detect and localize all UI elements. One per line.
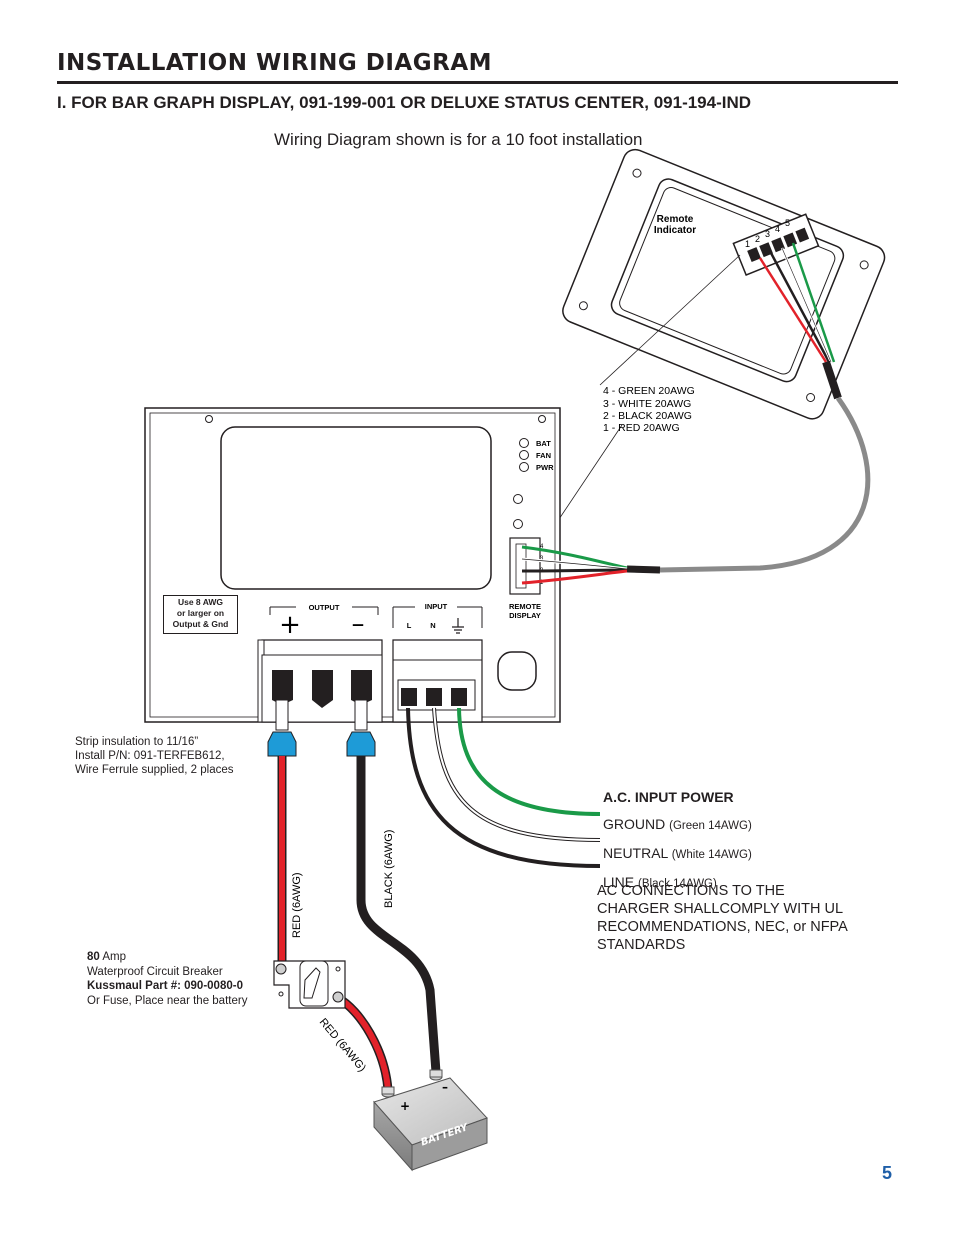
- remote-wire-label-4: 4 - GREEN 20AWG: [603, 385, 695, 397]
- black-negative-cable: [356, 756, 441, 1073]
- ferrule-note: Strip insulation to 11/16” Install P/N: …: [75, 735, 234, 777]
- fan-label: FAN: [536, 451, 551, 460]
- page-title: INSTALLATION WIRING DIAGRAM: [57, 50, 493, 76]
- ground-spec: (Green 14AWG): [669, 820, 752, 832]
- remote-wire-label-2: 2 - BLACK 20AWG: [603, 410, 692, 422]
- remote-pin-4: 4: [775, 224, 780, 234]
- ground-label: GROUND: [603, 816, 666, 832]
- line-spec: (Black 14AWG): [638, 878, 717, 890]
- remote-pin-1: 1: [745, 239, 750, 249]
- minus-sign: –: [352, 609, 365, 639]
- ferrule-note-line3: Wire Ferrule supplied, 2 places: [75, 764, 234, 776]
- ferrules: [267, 699, 376, 757]
- remote-pin-label-3: 3: [540, 556, 544, 562]
- remote-display-label-line1: REMOTE: [509, 602, 541, 611]
- battery-plus: +: [400, 1099, 410, 1113]
- input-n-label: N: [430, 621, 435, 630]
- remote-wires: [758, 242, 836, 363]
- charger-display-window: [220, 426, 492, 590]
- neutral-spec: (White 14AWG): [671, 849, 752, 861]
- charger-cable-sleeve: [626, 565, 661, 574]
- remote-pin-3: 3: [765, 229, 770, 239]
- title-rule: [57, 81, 898, 84]
- fan-led: [519, 450, 529, 460]
- battery-minus: –: [442, 1080, 448, 1094]
- circuit-breaker: [273, 960, 346, 1009]
- ac-input-power: A.C. INPUT POWER GROUND (Green 14AWG) NE…: [603, 784, 752, 898]
- output-label: OUTPUT: [309, 603, 340, 612]
- remote-wire-label-3: 3 - WHITE 20AWG: [603, 398, 691, 410]
- breaker-type: Waterproof Circuit Breaker: [87, 965, 223, 978]
- ac-compliance-note: AC CONNECTIONS TO THE CHARGER SHALLCOMPL…: [597, 883, 848, 953]
- awg-note-line1: Use 8 AWG: [177, 597, 224, 607]
- breaker-part: Kussmaul Part #: 090-0080-0: [87, 980, 243, 992]
- remote-pin-5: 5: [785, 218, 790, 228]
- pwr-led: [519, 462, 529, 472]
- line-label: LINE: [603, 874, 635, 890]
- bat-led: [519, 438, 529, 448]
- input-label: INPUT: [425, 602, 448, 611]
- remote-indicator: [562, 148, 886, 420]
- breaker-placement: Or Fuse, Place near the battery: [87, 994, 248, 1007]
- battery: [373, 1069, 488, 1172]
- neutral-label: NEUTRAL: [603, 845, 668, 861]
- awg-note-line3: Output & Gnd: [172, 619, 229, 629]
- bat-label: BAT: [536, 439, 551, 448]
- charger-unit: [144, 407, 561, 723]
- ferrule-note-line1: Strip insulation to 11/16”: [75, 736, 199, 748]
- awg-note-box: Use 8 AWG or larger on Output & Gnd: [163, 595, 238, 634]
- page-number: 5: [882, 1163, 893, 1183]
- remote-label-line2: Indicator: [654, 225, 696, 236]
- charger-remote-wires: [521, 545, 628, 585]
- installation-note: Wiring Diagram shown is for a 10 foot in…: [274, 130, 643, 149]
- remote-display-label-line2: DISPLAY: [509, 611, 541, 620]
- remote-wire-label-1: 1 - RED 20AWG: [603, 422, 680, 434]
- red-positive-label: RED (6AWG): [291, 872, 303, 938]
- breaker-amps-unit: Amp: [99, 951, 127, 963]
- remote-pin-label-4: 4: [540, 544, 544, 550]
- ac-input-heading: A.C. INPUT POWER: [603, 789, 734, 805]
- input-l-label: L: [407, 621, 412, 630]
- black-negative-label: BLACK (6AWG): [383, 830, 395, 908]
- remote-cable: [659, 396, 871, 573]
- remote-pin-2: 2: [755, 234, 760, 244]
- remote-connector: [732, 213, 820, 276]
- breaker-note: 80 Amp Waterproof Circuit Breaker Kussma…: [87, 950, 247, 1008]
- breaker-amps: 80: [87, 951, 100, 963]
- remote-label-line1: Remote: [657, 214, 694, 225]
- remote-pin-label-1: 1: [540, 580, 544, 586]
- ac-input-wires: [406, 707, 601, 868]
- remote-cable-sleeve: [822, 360, 842, 400]
- ferrule-note-line2: Install P/N: 091-TERFEB612,: [75, 750, 225, 762]
- section-subtitle: I. FOR BAR GRAPH DISPLAY, 091-199-001 OR…: [57, 93, 752, 112]
- awg-note-line2: or larger on: [176, 608, 225, 618]
- leader-remote: [599, 254, 741, 386]
- plus-sign: +: [279, 610, 301, 640]
- pwr-label: PWR: [536, 463, 554, 472]
